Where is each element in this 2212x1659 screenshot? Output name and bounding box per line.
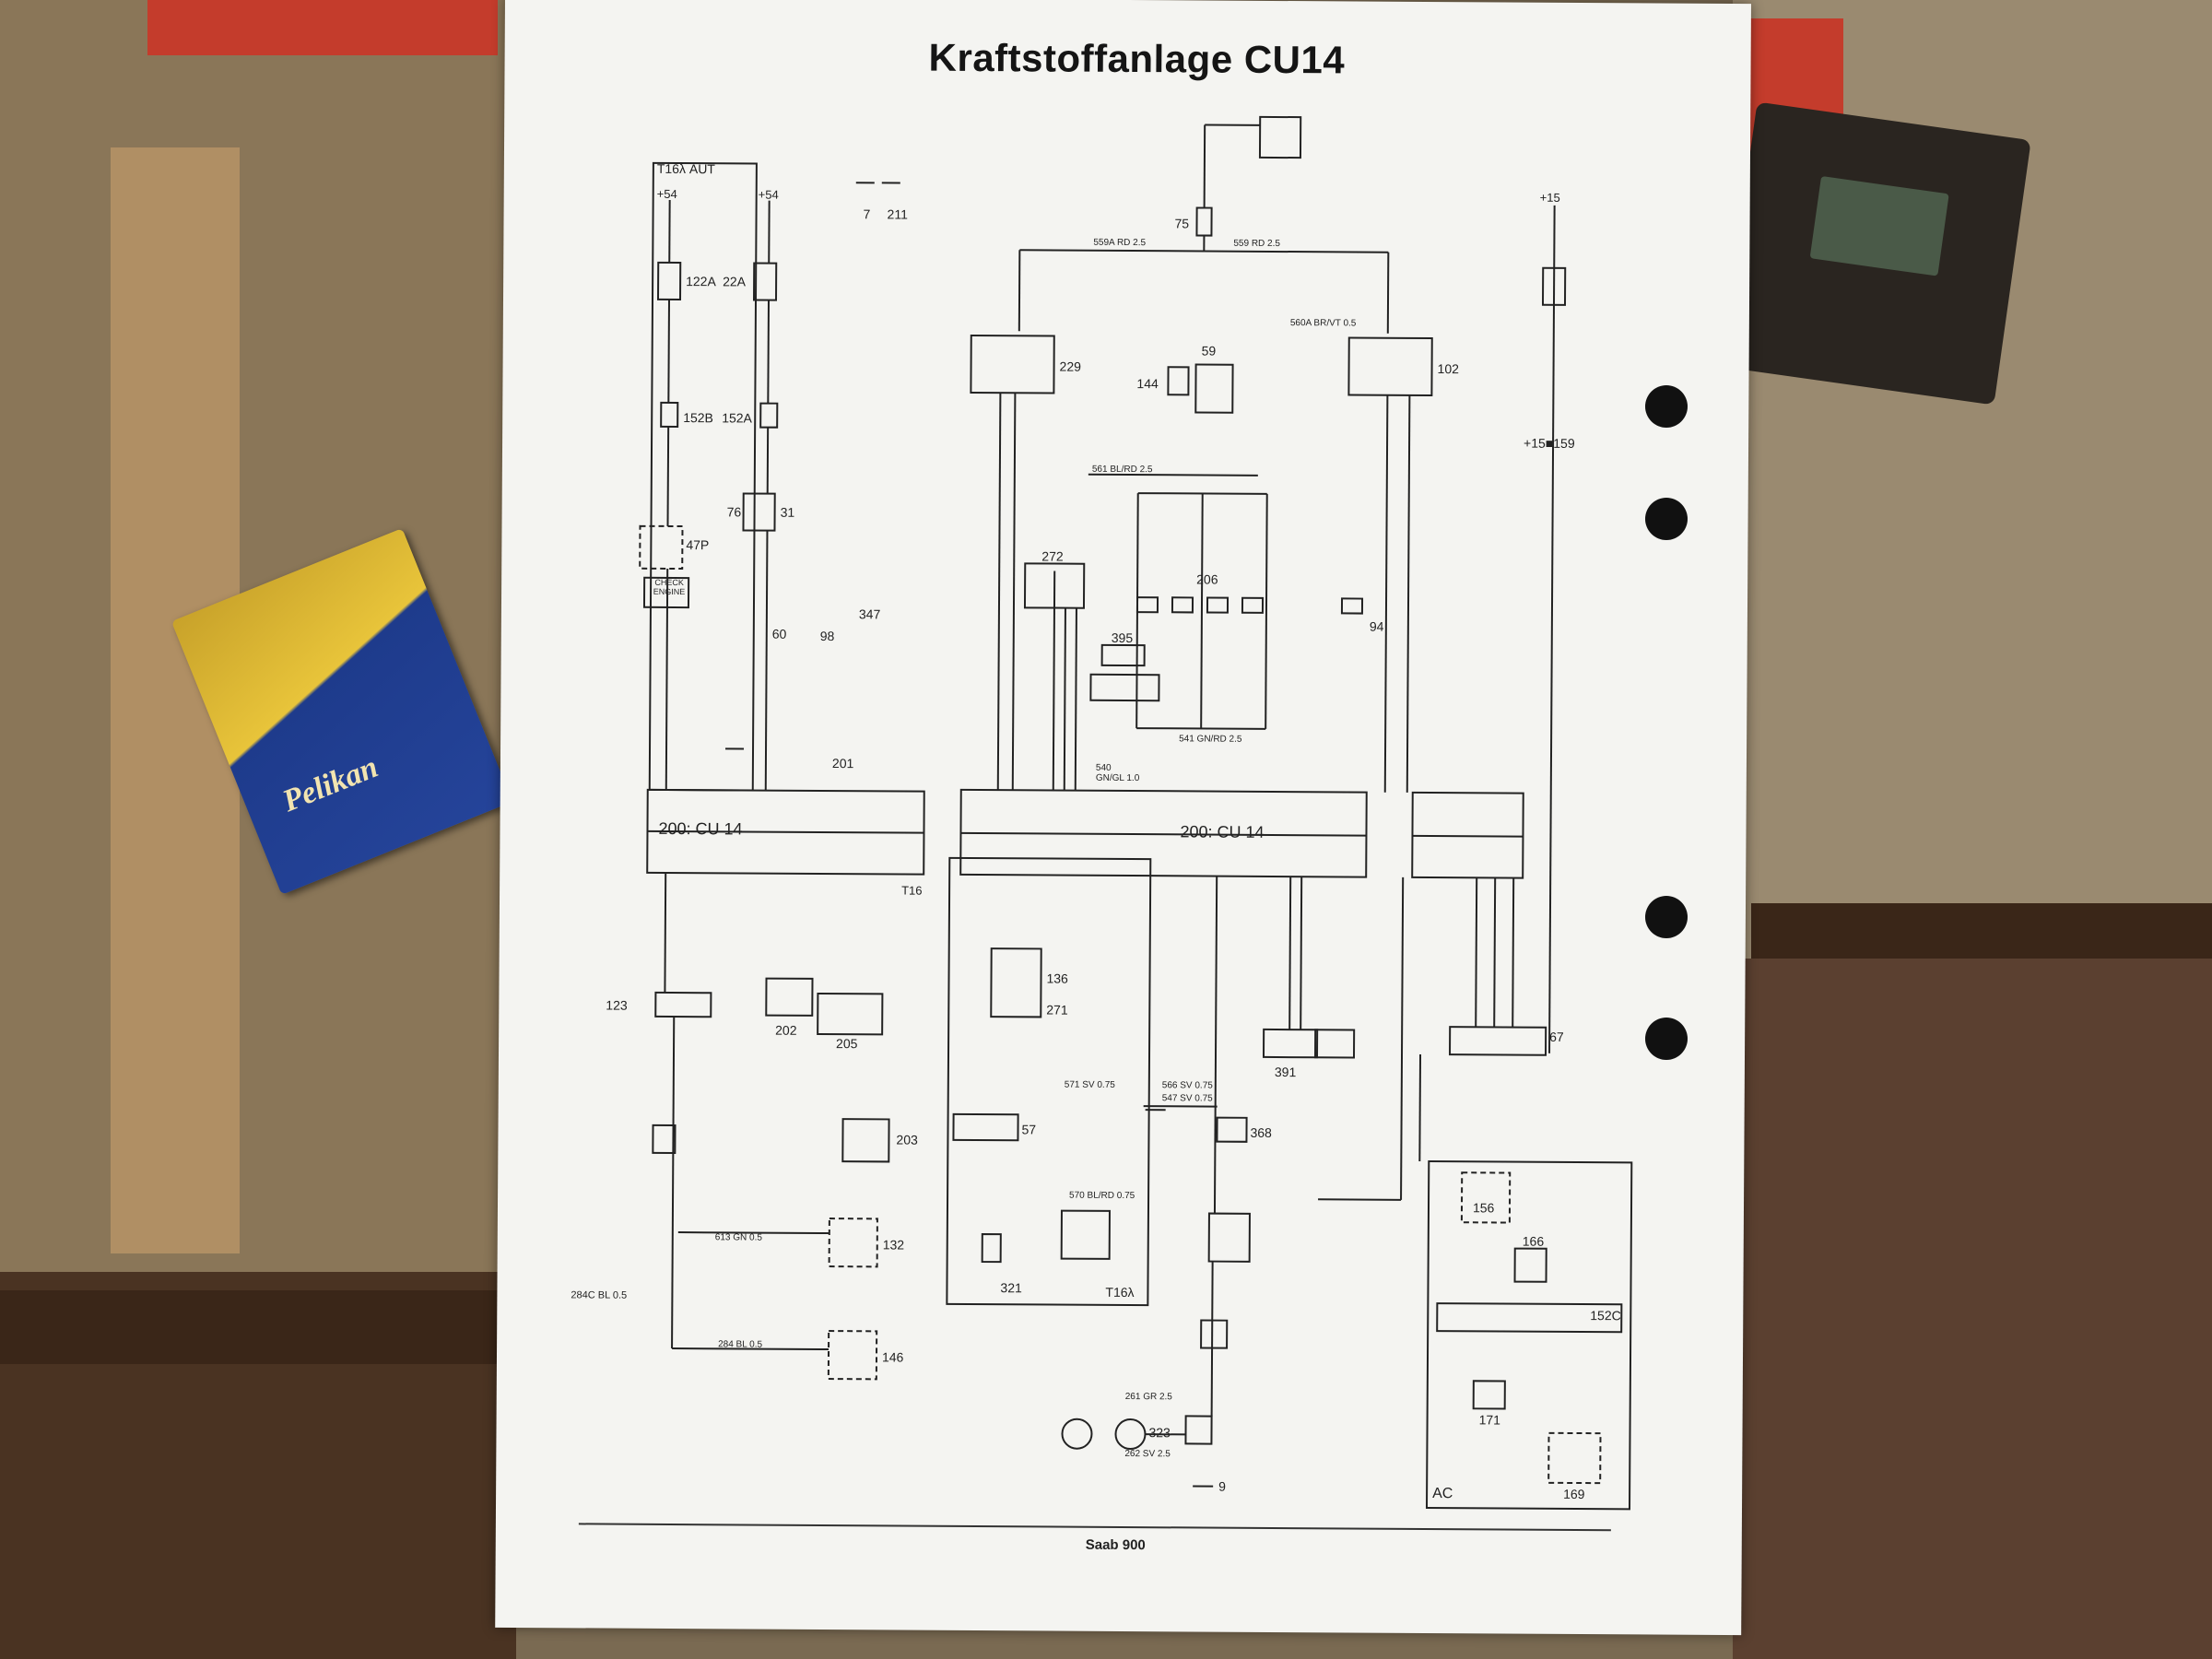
label-31: 31 xyxy=(780,504,795,520)
label-59: 59 xyxy=(1201,343,1217,359)
wire-540: 540 GN/GL 1.0 xyxy=(1095,762,1140,784)
label-67: 67 xyxy=(1549,1029,1564,1044)
wire-547: 547 SV 0.75 xyxy=(1161,1093,1213,1104)
label-cu14-mid: 200: CU 14 xyxy=(1180,822,1265,841)
wire-559: 559 RD 2.5 xyxy=(1233,238,1281,250)
label-205: 205 xyxy=(836,1036,858,1052)
label-cu14-left: 200: CU 14 xyxy=(658,818,743,839)
label-7: 7 xyxy=(863,206,871,222)
label-229: 229 xyxy=(1059,359,1081,374)
label-ac: AC xyxy=(1432,1486,1453,1502)
binder-hole-2 xyxy=(1645,498,1688,540)
label-159: +15■159 xyxy=(1524,435,1575,451)
wire-261: 261 GR 2.5 xyxy=(1124,1392,1172,1403)
wire-262: 262 SV 2.5 xyxy=(1124,1449,1171,1460)
wiring-schematic: 284C BL 0.5 xyxy=(571,115,1633,1511)
label-60: 60 xyxy=(771,626,787,641)
label-347: 347 xyxy=(858,606,881,622)
wire-570: 570 BL/RD 0.75 xyxy=(1069,1190,1135,1202)
wire-541: 541 GN/RD 2.5 xyxy=(1179,734,1242,745)
label-aut: T16λ AUT xyxy=(656,160,715,177)
package-brand: Pelikan xyxy=(277,749,383,819)
label-76: 76 xyxy=(726,504,742,520)
label-395: 395 xyxy=(1111,629,1134,646)
label-323: 323 xyxy=(1148,1425,1171,1441)
label-22a: 22A xyxy=(723,274,747,289)
wire-571: 571 SV 0.75 xyxy=(1064,1079,1115,1090)
label-75: 75 xyxy=(1174,216,1190,231)
label-122a: 122A xyxy=(686,274,716,289)
label-98: 98 xyxy=(819,628,835,644)
label-9: 9 xyxy=(1218,1478,1226,1494)
label-47p: 47P xyxy=(686,537,710,553)
label-272: 272 xyxy=(1041,548,1064,564)
wire-613: 613 GN 0.5 xyxy=(714,1232,762,1243)
wire-561: 561 BL/RD 2.5 xyxy=(1091,464,1153,476)
label-plus54-b: +54 xyxy=(758,187,779,202)
label-152b: 152B xyxy=(683,410,713,426)
label-136: 136 xyxy=(1046,971,1068,986)
document-footer: Saab 900 xyxy=(1085,1536,1146,1554)
label-321: 321 xyxy=(1000,1280,1022,1296)
label-t16: T16 xyxy=(901,883,923,898)
label-146: 146 xyxy=(881,1349,904,1365)
binder-hole-3 xyxy=(1645,896,1688,938)
label-152a: 152A xyxy=(722,410,752,426)
wire-566: 566 SV 0.75 xyxy=(1161,1080,1213,1091)
wire-559a: 559A RD 2.5 xyxy=(1093,237,1147,249)
label-94: 94 xyxy=(1369,618,1384,634)
label-166: 166 xyxy=(1522,1233,1545,1249)
label-211: 211 xyxy=(887,206,908,222)
label-171: 171 xyxy=(1478,1412,1501,1428)
label-202: 202 xyxy=(775,1022,797,1038)
binder-hole-1 xyxy=(1645,385,1688,428)
label-132: 132 xyxy=(882,1237,905,1253)
label-t16-lambda: T16λ xyxy=(1105,1284,1135,1300)
label-plus15: +15 xyxy=(1539,190,1560,205)
label-169: 169 xyxy=(1563,1486,1585,1502)
label-201: 201 xyxy=(831,756,854,771)
binder-hole-4 xyxy=(1645,1018,1688,1060)
wire-284: 284 BL 0.5 xyxy=(718,1339,763,1350)
label-271: 271 xyxy=(1046,1002,1068,1018)
wire-560a: 560A BR/VT 0.5 xyxy=(1289,318,1357,329)
label-152c: 152C xyxy=(1590,1308,1621,1324)
meter-face xyxy=(1809,175,1949,276)
label-57: 57 xyxy=(1021,1122,1037,1137)
schematic-paper: Kraftstoffanlage CU14 xyxy=(495,0,1751,1636)
label-144: 144 xyxy=(1136,376,1159,392)
label-206: 206 xyxy=(1196,571,1218,587)
label-391: 391 xyxy=(1274,1064,1297,1080)
label-156: 156 xyxy=(1472,1200,1495,1216)
label-102: 102 xyxy=(1437,361,1459,377)
label-368: 368 xyxy=(1250,1124,1272,1140)
label-check-engine: CHECK ENGINE xyxy=(653,577,686,597)
label-203: 203 xyxy=(896,1132,918,1147)
label-plus54-a: +54 xyxy=(656,186,677,202)
svg-text:284C BL 0.5: 284C BL 0.5 xyxy=(571,1289,627,1300)
analog-meter xyxy=(1720,101,2031,406)
label-123: 123 xyxy=(606,997,628,1013)
